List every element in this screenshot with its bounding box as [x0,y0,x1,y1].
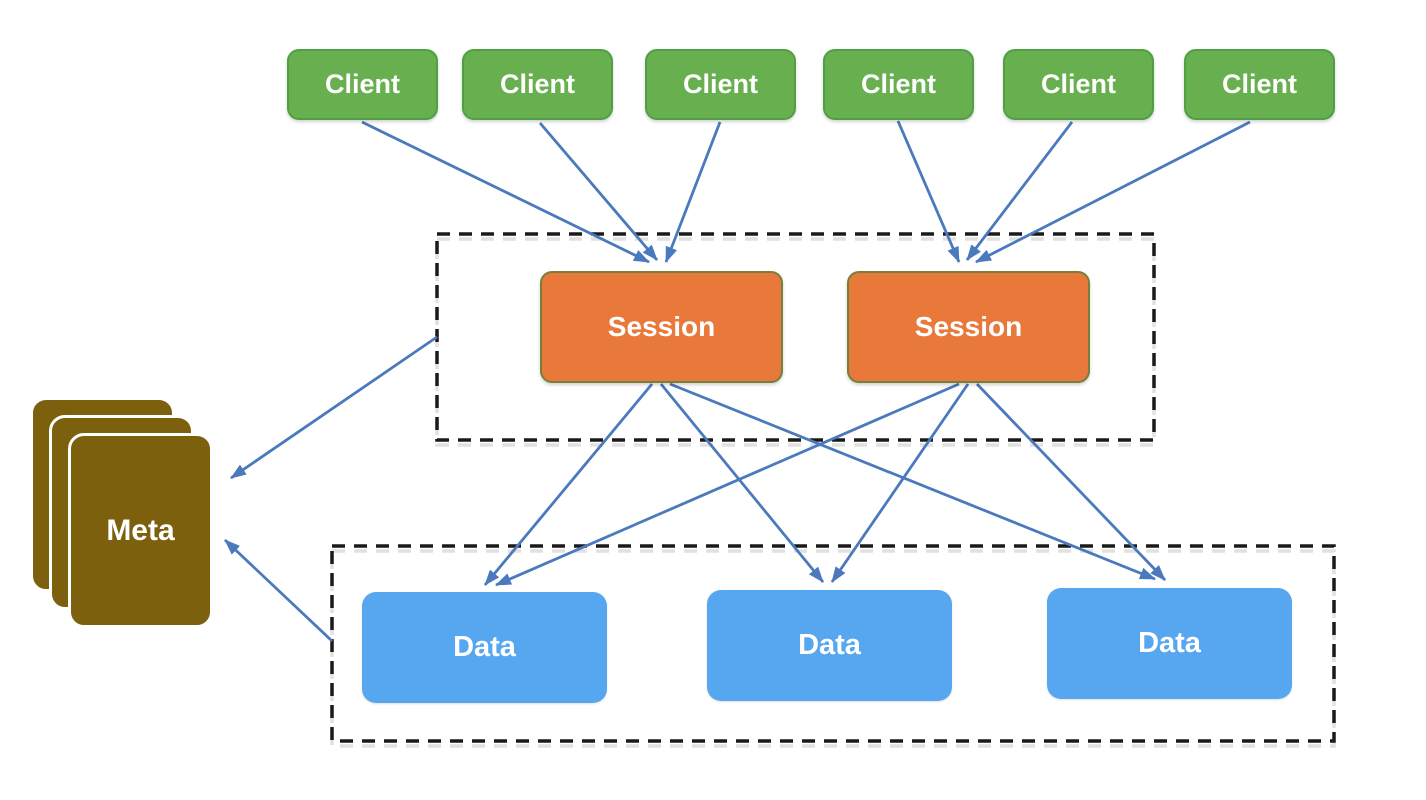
edge-client-6-session-2 [975,120,1251,264]
data-box-1: Data [362,592,607,703]
edge-client-4-session-2 [896,120,961,263]
client-label: Client [682,69,758,99]
session-label: Session [914,311,1023,342]
edge-session-2-data-2 [830,383,970,583]
meta-label: Meta [106,513,175,547]
data-label: Data [798,629,861,661]
client-box-2: Client [462,49,613,120]
client-label: Client [324,69,400,99]
data-label: Data [1138,627,1201,659]
data-group-box [330,544,1336,743]
edge-session-2-data-3 [975,383,1167,581]
data-box-3: Data [1047,588,1292,699]
edge-session-group-meta [230,335,438,480]
client-box-1: Client [287,49,438,120]
client-box-3: Client [645,49,796,120]
edge-session-2-data-1 [495,382,960,587]
edge-client-5-session-2 [965,121,1074,261]
client-box-4: Client [823,49,974,120]
edge-session-1-data-1 [483,383,654,586]
client-label: Client [860,69,936,99]
edge-session-1-data-2 [659,383,825,583]
client-label: Client [1221,69,1297,99]
client-box-6: Client [1184,49,1335,120]
client-box-5: Client [1003,49,1154,120]
client-label: Client [1040,69,1116,99]
edge-session-1-data-3 [669,382,1156,581]
edge-client-3-session-1 [664,121,722,263]
session-box-2: Session [847,271,1090,383]
edge-client-1-session-1 [361,120,650,264]
meta-card-front: Meta [68,433,213,628]
edge-client-2-session-1 [538,122,659,261]
data-box-2: Data [707,590,952,701]
data-label: Data [453,631,516,663]
edge-data-group-meta [224,538,333,643]
session-label: Session [607,311,716,342]
client-label: Client [499,69,575,99]
session-box-1: Session [540,271,783,383]
